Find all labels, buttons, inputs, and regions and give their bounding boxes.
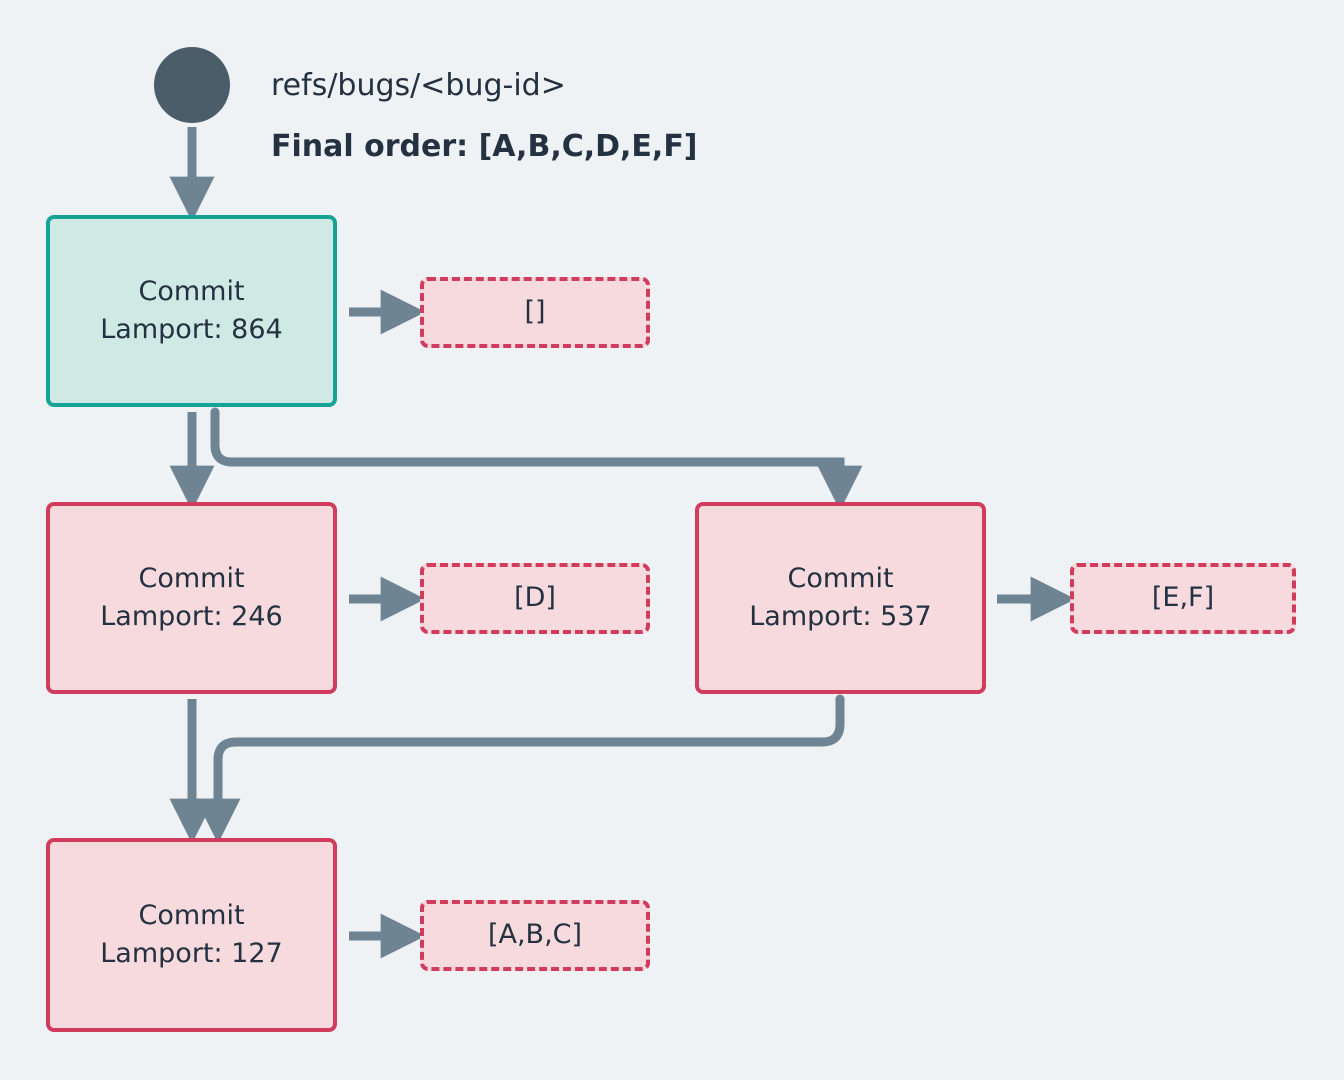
payload-node-864-value: [] — [524, 296, 546, 328]
ref-path-label: refs/bugs/<bug-id> — [271, 68, 566, 103]
edge-commit864-to-commit537 — [210, 407, 863, 511]
commit-node-864[interactable]: Commit Lamport: 864 — [46, 215, 337, 407]
payload-node-246[interactable]: [D] — [420, 563, 650, 634]
payload-node-537[interactable]: [E,F] — [1070, 563, 1296, 634]
payload-node-246-value: [D] — [514, 582, 556, 614]
commit-node-127[interactable]: Commit Lamport: 127 — [46, 838, 337, 1032]
commit-node-127-lamport: Lamport: 127 — [100, 938, 283, 969]
commit-node-864-lamport: Lamport: 864 — [100, 314, 283, 345]
commit-node-537[interactable]: Commit Lamport: 537 — [695, 502, 986, 694]
commit-node-537-lamport: Lamport: 537 — [749, 601, 932, 632]
payload-node-864[interactable]: [] — [420, 277, 650, 348]
payload-node-537-value: [E,F] — [1151, 582, 1215, 614]
final-order-label: Final order: [A,B,C,D,E,F] — [271, 129, 698, 164]
commit-node-127-title: Commit — [138, 899, 245, 931]
commit-node-537-title: Commit — [787, 562, 894, 594]
payload-node-127-value: [A,B,C] — [487, 919, 583, 951]
commit-node-246[interactable]: Commit Lamport: 246 — [46, 502, 337, 694]
commit-node-246-title: Commit — [138, 562, 245, 594]
commit-node-864-title: Commit — [138, 275, 245, 307]
root-node[interactable] — [154, 47, 230, 123]
edge-commit537-to-commit127 — [195, 694, 845, 844]
commit-node-246-lamport: Lamport: 246 — [100, 601, 283, 632]
payload-node-127[interactable]: [A,B,C] — [420, 900, 650, 971]
